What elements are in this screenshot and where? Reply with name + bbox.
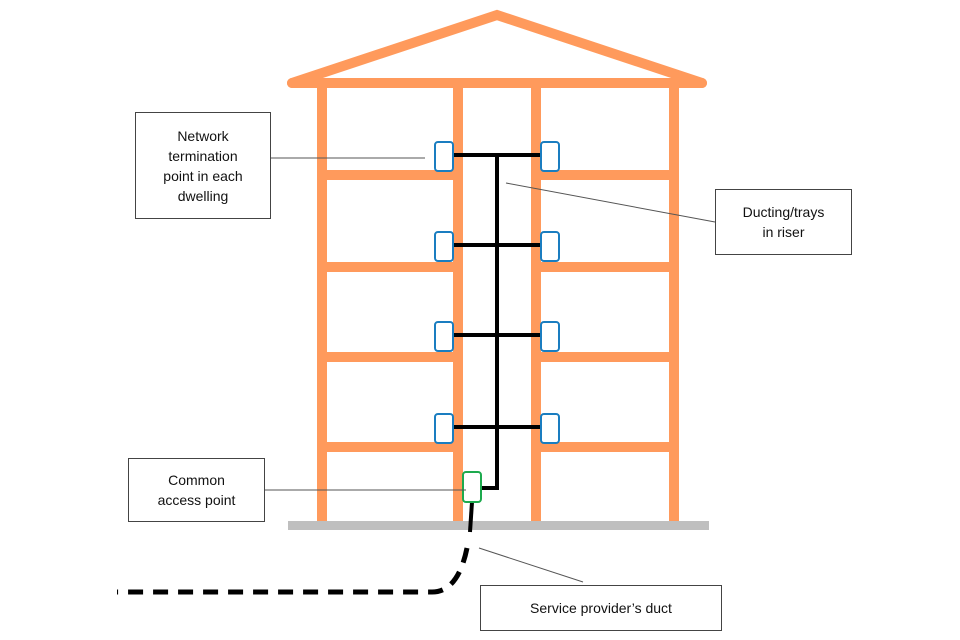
ducting-leader — [505, 182, 716, 223]
ntp-box — [540, 321, 560, 352]
ntp-box — [434, 321, 454, 352]
building-frame — [287, 9, 707, 521]
roof — [287, 9, 707, 88]
ntp-label: Network termination point in each dwelli… — [135, 112, 271, 219]
common-access-point-box — [462, 471, 482, 503]
leader-lines — [264, 157, 716, 583]
service-provider-duct-line — [117, 547, 470, 595]
ntp-box — [540, 231, 560, 262]
ducting-label: Ducting/trays in riser — [715, 189, 852, 255]
riser-cabling — [117, 153, 542, 595]
service-provider-duct-label: Service provider’s duct — [480, 585, 722, 631]
incoming-cable — [468, 501, 474, 533]
ntp-box — [540, 413, 560, 444]
riser-trunk — [481, 155, 499, 490]
ntp-box — [540, 141, 560, 172]
ntp-box — [434, 141, 454, 172]
duct-leader — [478, 547, 584, 583]
ntp-box — [434, 231, 454, 262]
ntp-boxes — [434, 141, 560, 444]
common-access-point-label: Common access point — [128, 458, 265, 522]
ntp-box — [434, 413, 454, 444]
ground — [288, 521, 709, 530]
